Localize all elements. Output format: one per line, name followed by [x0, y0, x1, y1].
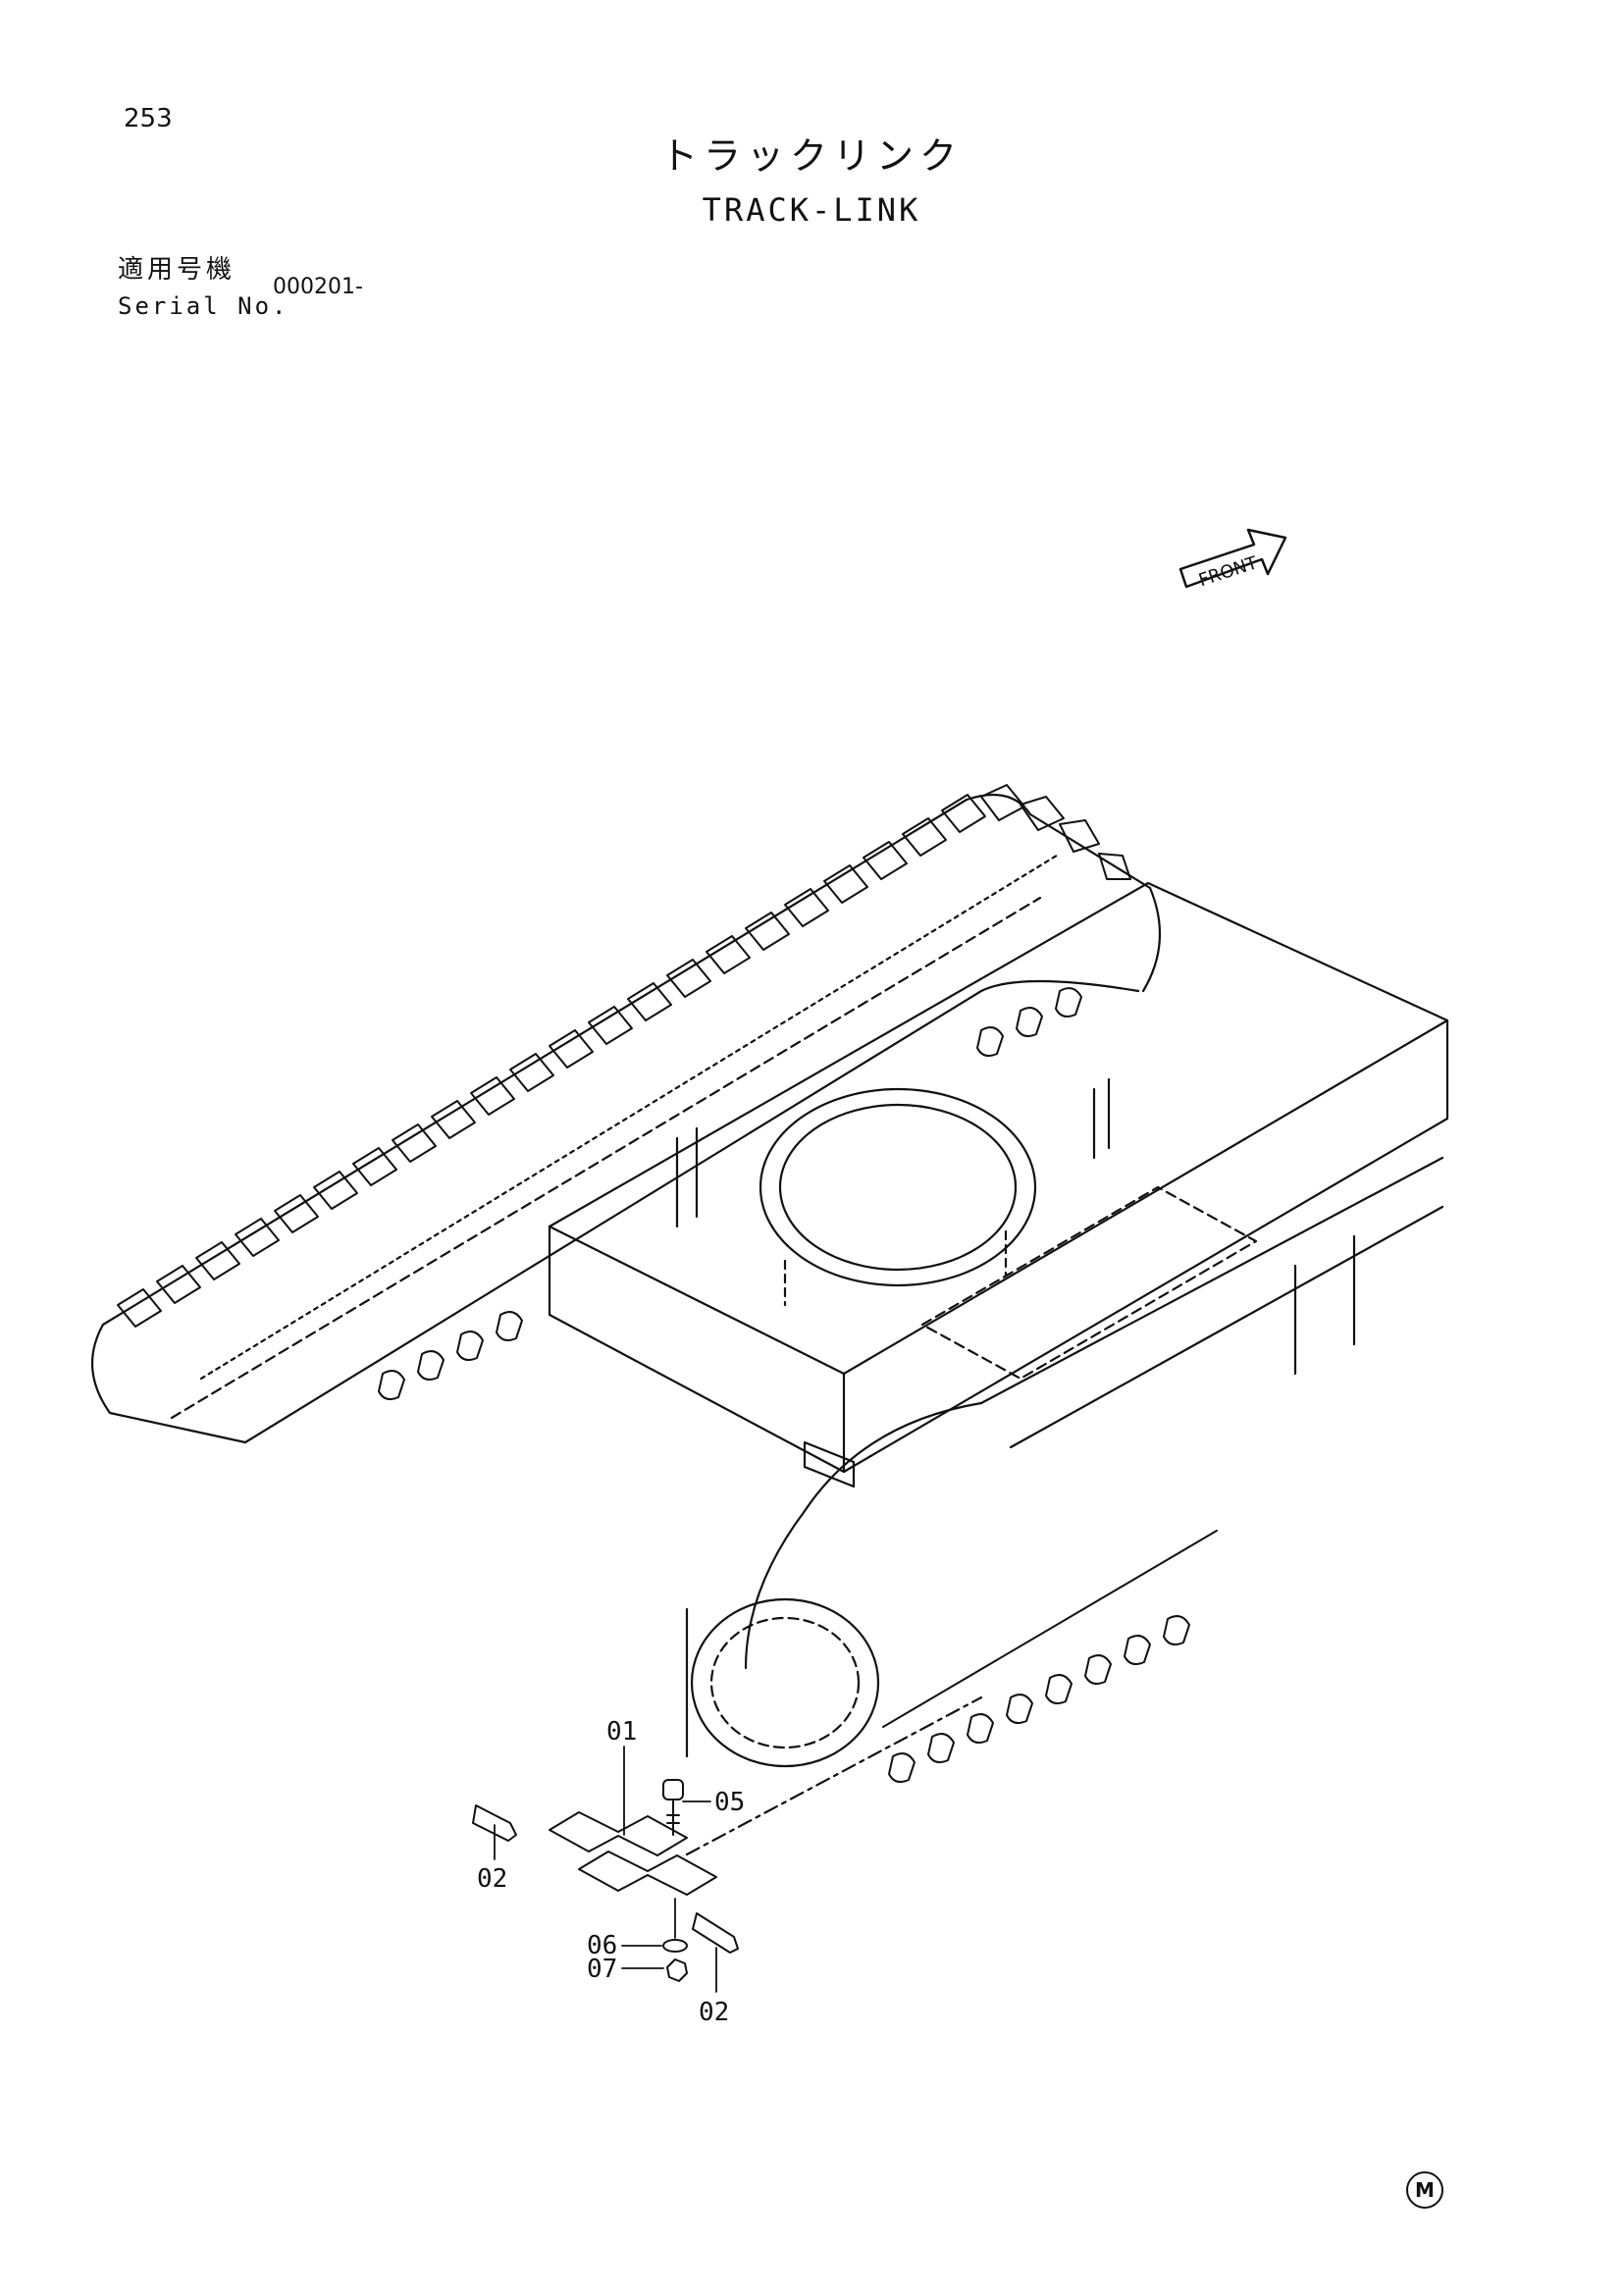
right-track-lower-shoes	[882, 1530, 1218, 1783]
track-frame-body	[548, 881, 1449, 1670]
front-arrow-icon: FRONT	[1178, 528, 1287, 591]
page-title-english: TRACK-LINK	[702, 191, 921, 229]
washer-part	[662, 1939, 688, 1953]
left-track-lower-shoes	[378, 987, 1082, 1400]
page-title-japanese: トラックリンク	[659, 134, 963, 178]
front-arrow-label: FRONT	[1196, 552, 1261, 591]
track-pin-part-right	[692, 1912, 739, 1954]
front-idler	[685, 1597, 880, 1768]
left-track-shoes	[117, 784, 1131, 1328]
serial-value: 000201-	[273, 275, 363, 299]
callout-05: 05	[714, 1788, 746, 1817]
track-pin-part-left	[472, 1804, 517, 1842]
callout-01: 01	[606, 1717, 638, 1747]
track-link-part	[549, 1811, 717, 1896]
callout-02-right: 02	[699, 1998, 730, 2027]
bolt-part	[662, 1779, 684, 1836]
serial-label-japanese: 適用号機	[118, 255, 236, 285]
callout-02-left: 02	[477, 1864, 508, 1894]
left-crawler-track	[90, 784, 1162, 1444]
corner-mark-icon: M	[1406, 2171, 1443, 2209]
callout-07: 07	[587, 1955, 618, 1984]
page-number: 253	[124, 104, 173, 133]
nut-part	[666, 1958, 688, 1982]
serial-label-english: Serial No.	[118, 292, 289, 320]
exploded-parts	[472, 1696, 983, 1993]
callout-06: 06	[587, 1931, 618, 1960]
